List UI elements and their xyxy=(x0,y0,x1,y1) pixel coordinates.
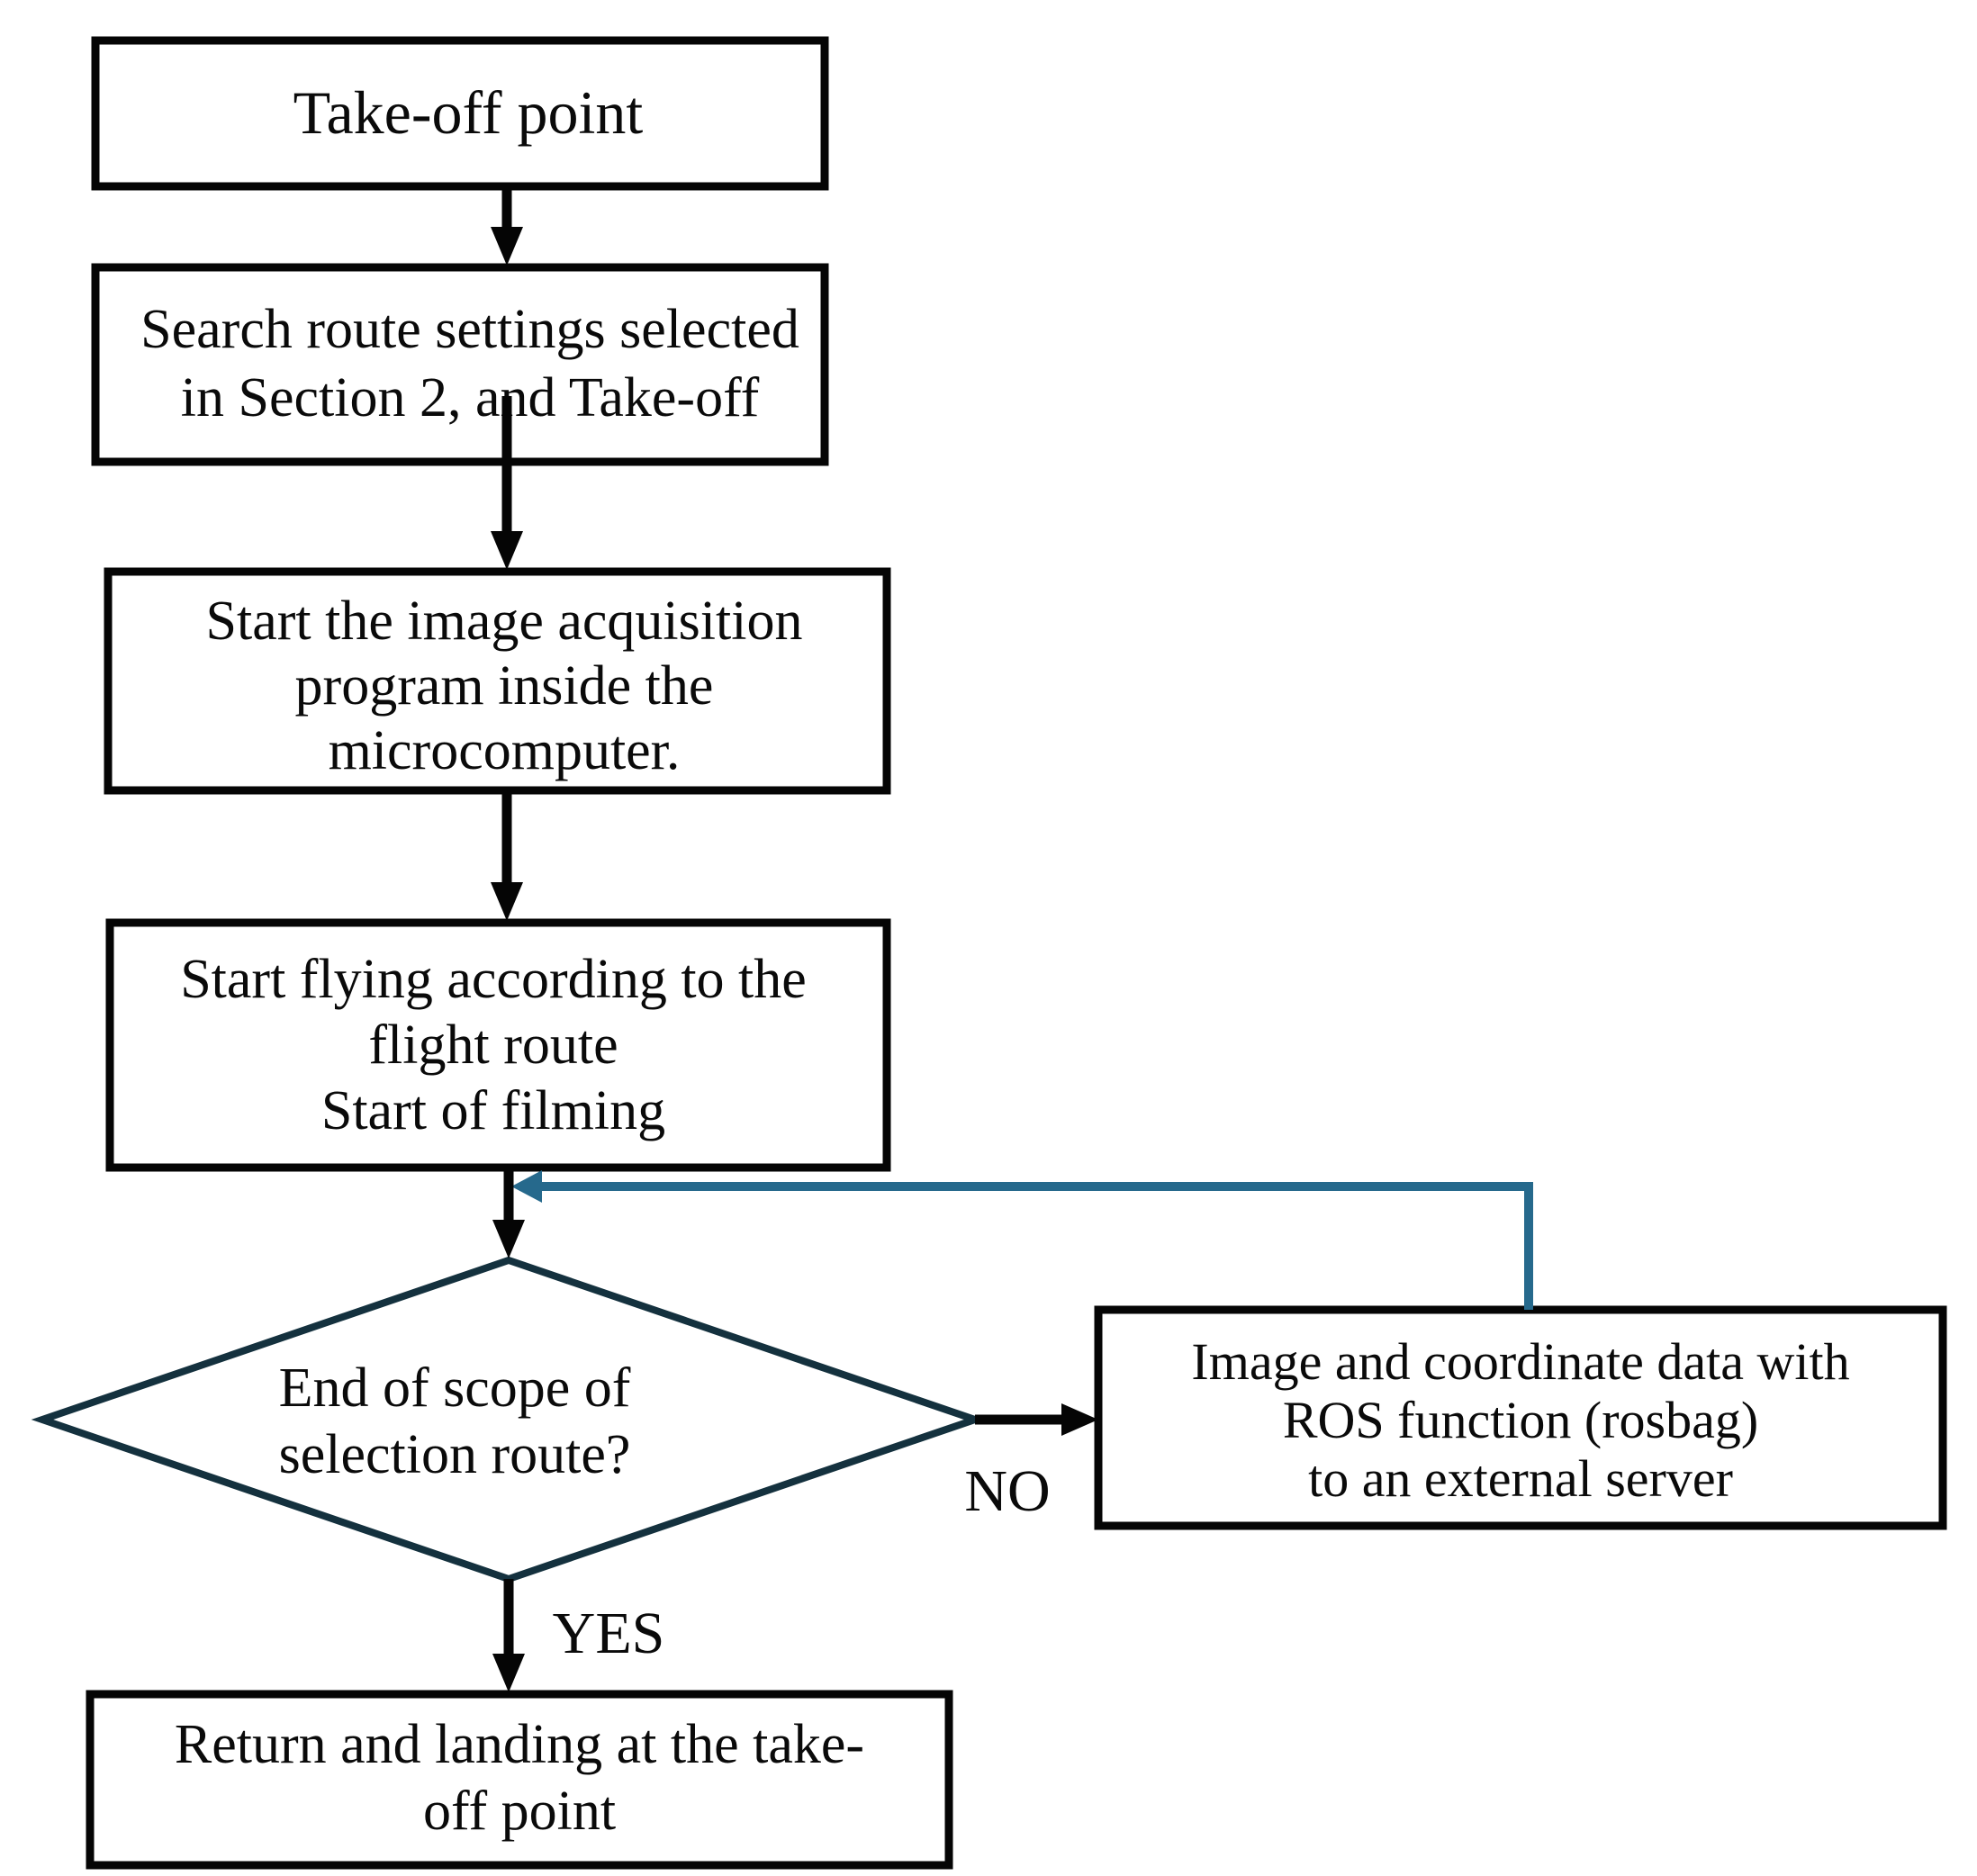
node-start-program-line1: Start the image acquisition xyxy=(206,591,803,652)
edge-label-no: NO xyxy=(964,1458,1050,1524)
arrowhead-flying-to-decision xyxy=(492,1220,525,1258)
node-return-landing xyxy=(86,1690,953,1870)
node-send-data xyxy=(1094,1305,1947,1530)
node-start-program-line2: program inside the xyxy=(295,655,714,717)
node-return-landing-line1: Return and landing at the take- xyxy=(175,1714,864,1775)
arrowhead-decision-to-return xyxy=(492,1654,525,1692)
node-start-flying-line3: Start of filming xyxy=(321,1080,665,1141)
arrowhead-decision-to-senddata xyxy=(1061,1403,1098,1436)
node-start-program-line3: microcomputer. xyxy=(329,720,681,781)
node-start-flying-line1: Start flying according to the xyxy=(180,949,807,1010)
node-takeoff-point xyxy=(91,36,829,191)
loop-connector-line xyxy=(540,1182,1533,1310)
node-return-landing-line2: off point xyxy=(423,1781,616,1842)
node-search-route xyxy=(91,263,829,466)
node-decision-line1: End of scope of xyxy=(279,1357,631,1419)
arrowhead-takeoff-to-search xyxy=(491,227,523,266)
arrowhead-program-to-flying xyxy=(491,882,523,921)
node-search-route-line2: in Section 2, and Take-off xyxy=(181,367,760,428)
node-start-flying xyxy=(105,918,891,1172)
node-send-data-line3: to an external server xyxy=(1308,1449,1733,1508)
node-decision-line2: selection route? xyxy=(279,1424,631,1485)
node-start-program xyxy=(104,567,891,795)
edge-label-yes: YES xyxy=(553,1601,665,1666)
loop-connector-arrowhead xyxy=(511,1170,542,1203)
arrowhead-search-to-program xyxy=(491,531,523,570)
node-send-data-line2: ROS function (rosbag) xyxy=(1283,1391,1758,1449)
node-search-route-line1: Search route settings selected xyxy=(140,299,799,360)
node-send-data-line1: Image and coordinate data with xyxy=(1191,1332,1849,1391)
node-takeoff-point-label: Take-off point xyxy=(293,78,644,147)
node-start-flying-line2: flight route xyxy=(368,1015,618,1076)
node-decision-diamond xyxy=(31,1256,987,1583)
